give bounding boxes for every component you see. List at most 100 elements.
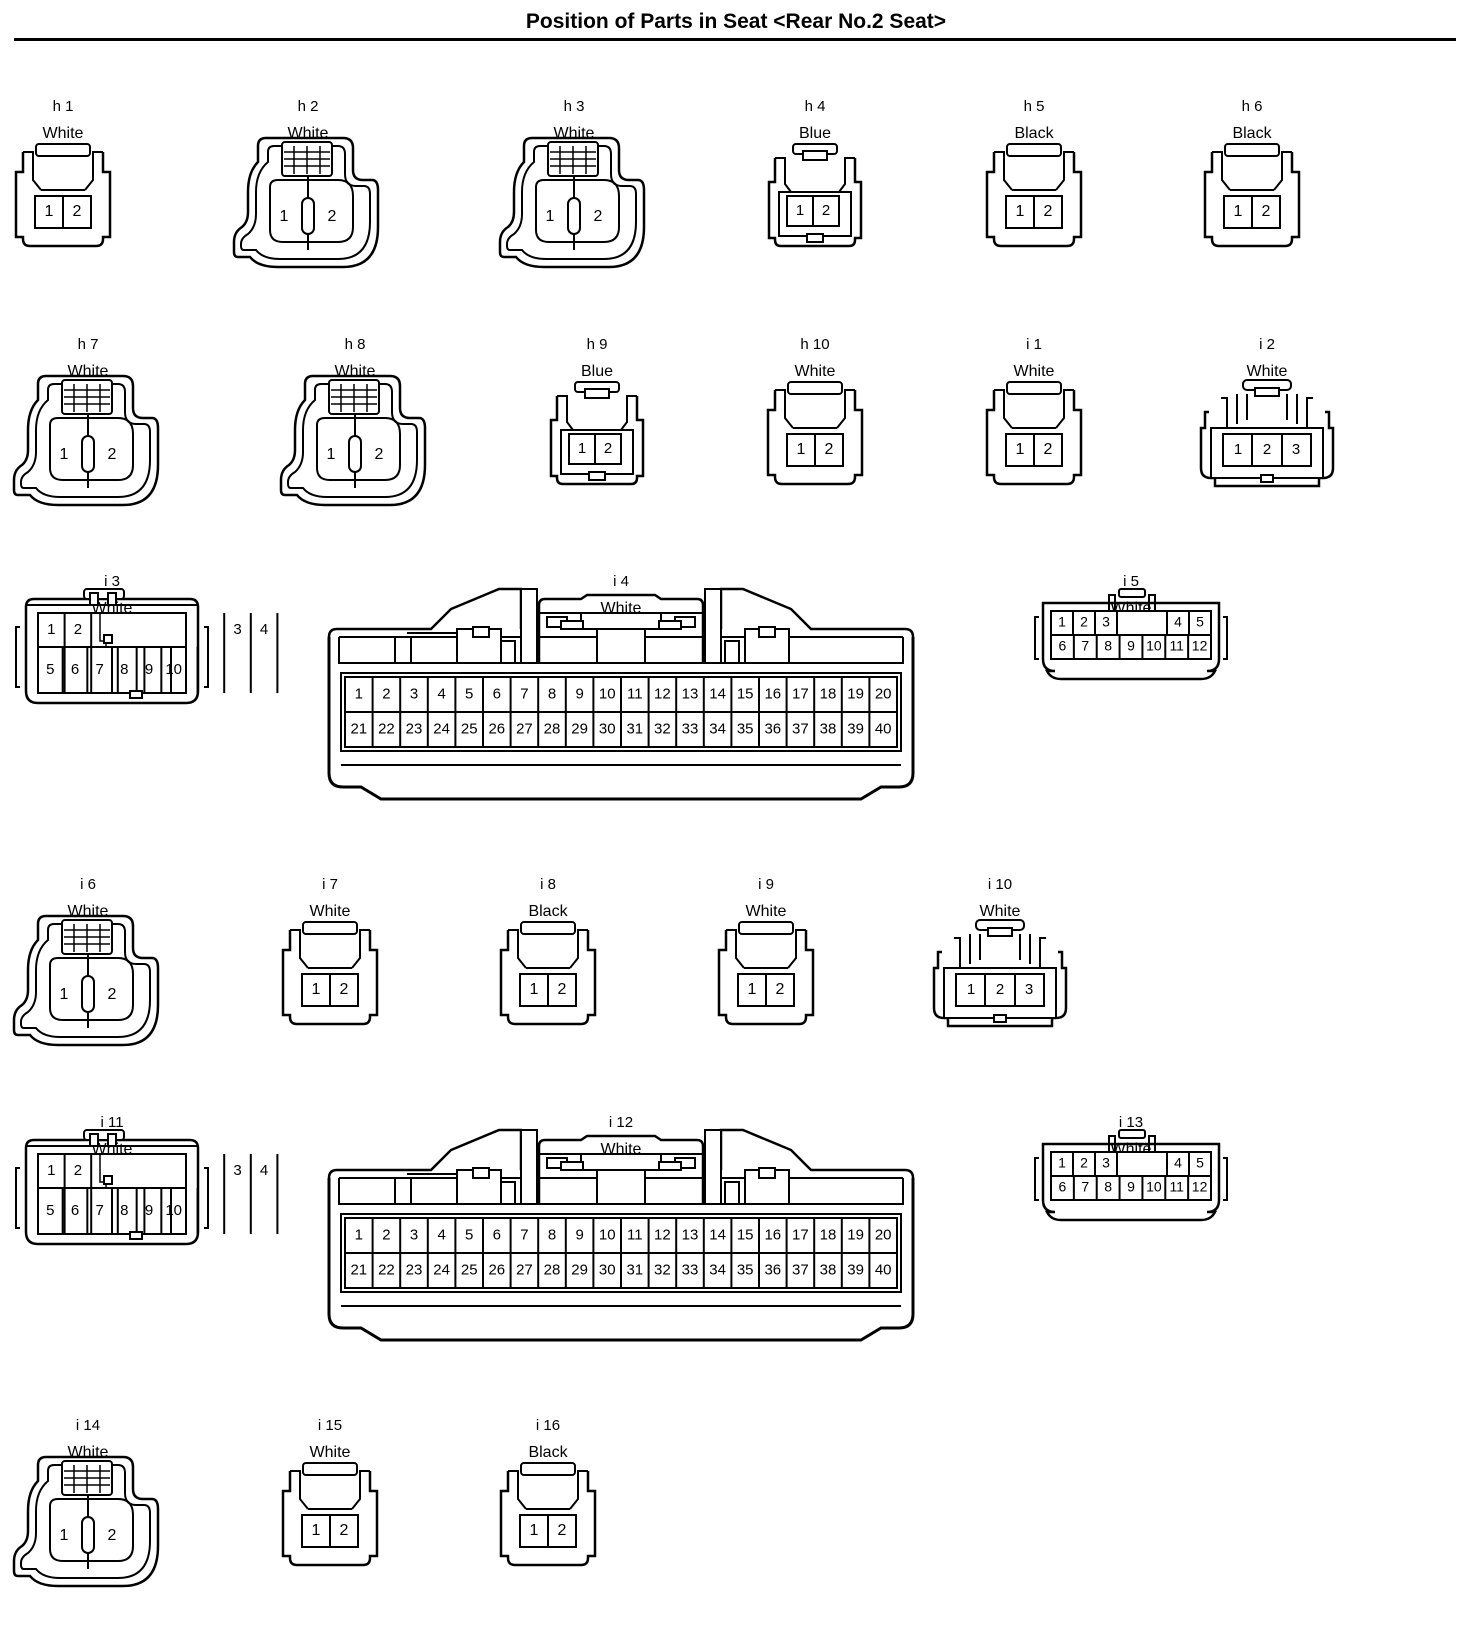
pin-number: 21 — [350, 1261, 367, 1278]
pin-number: 5 — [46, 1202, 54, 1219]
pin-chamber — [49, 417, 134, 481]
pin-number: 28 — [544, 1261, 561, 1278]
pin-number: 4 — [437, 685, 445, 702]
latch — [302, 1462, 358, 1476]
pin-number: 3 — [410, 1226, 418, 1243]
key-tab — [588, 471, 606, 481]
pin-number: 1 — [60, 986, 69, 1003]
key-slot — [103, 634, 113, 644]
pin-frame — [955, 973, 1045, 1007]
housing-top-right — [719, 1128, 915, 1179]
pin-number: 27 — [516, 1261, 533, 1278]
latch-lug — [107, 1133, 117, 1147]
latch-lug — [89, 1133, 99, 1147]
connector-code: i 5 — [1123, 573, 1139, 590]
connector-code: i 15 — [318, 1417, 342, 1434]
housing-outline — [994, 389, 1074, 429]
pin-number: 2 — [73, 203, 82, 220]
pin-number: 1 — [45, 203, 54, 220]
connector-code: h 9 — [587, 336, 608, 353]
connector-code: i 6 — [80, 876, 96, 893]
connector-color: White — [68, 1444, 109, 1461]
housing-outline — [290, 929, 370, 969]
latch-arms — [1108, 1135, 1156, 1152]
pin-number: 2 — [108, 986, 117, 1003]
pin-number: 5 — [1196, 614, 1204, 630]
key-tab — [129, 690, 143, 699]
housing-outline — [1041, 1142, 1221, 1222]
housing-top-left — [327, 1128, 523, 1179]
key — [301, 197, 315, 235]
pin-number: 9 — [145, 661, 153, 678]
housing-outline — [394, 637, 412, 663]
pin-number: 9 — [575, 1226, 583, 1243]
pin-number: 25 — [461, 720, 478, 737]
pin-number: 8 — [548, 685, 556, 702]
pin-number: 1 — [546, 208, 555, 225]
latch-lug — [987, 927, 1013, 937]
pin-number: 4 — [260, 621, 268, 638]
housing-top-right — [719, 587, 915, 638]
pin-number: 24 — [433, 1261, 450, 1278]
pin-number: 2 — [1262, 203, 1271, 220]
connector-code: i 4 — [613, 573, 629, 590]
pin-chamber — [535, 179, 620, 243]
pin-number: 2 — [108, 1527, 117, 1544]
key — [81, 975, 95, 1013]
connector-color: Black — [1014, 125, 1054, 142]
pin-number: 7 — [1081, 638, 1089, 654]
connector-color: White — [335, 363, 376, 380]
notch-lug — [472, 626, 490, 638]
pin-number: 1 — [578, 440, 586, 457]
pin-number: 5 — [1196, 1155, 1204, 1171]
pin-number: 22 — [378, 720, 395, 737]
key-tab — [129, 1231, 143, 1240]
pin-number: 2 — [594, 208, 603, 225]
notch-slot — [724, 1181, 740, 1205]
pin-number: 2 — [108, 446, 117, 463]
housing-outer — [12, 1455, 160, 1588]
housing-outline — [1199, 410, 1335, 488]
key — [567, 197, 581, 235]
connector-color: White — [288, 125, 329, 142]
notch-lug — [758, 626, 776, 638]
pin-number: 1 — [1058, 614, 1066, 630]
latch-body — [596, 628, 646, 664]
pin-number: 1 — [355, 1226, 363, 1243]
pin-number: 32 — [654, 1261, 671, 1278]
rib — [520, 588, 538, 664]
connector-code: h 2 — [298, 98, 319, 115]
latch-bar — [580, 1153, 662, 1171]
pin-number: 8 — [548, 1226, 556, 1243]
housing-outer — [498, 136, 646, 269]
pin-number: 1 — [1016, 203, 1025, 220]
pin-number: 23 — [406, 720, 423, 737]
latch — [1006, 143, 1062, 157]
latch — [35, 143, 91, 157]
housing-inner — [20, 383, 151, 498]
pin-number: 2 — [604, 440, 612, 457]
pin-number: 2 — [382, 1226, 390, 1243]
housing-outline — [1039, 937, 1046, 970]
pin-number: 15 — [737, 685, 754, 702]
pin-number: 19 — [847, 685, 864, 702]
latch-arms — [1108, 594, 1156, 611]
housing-outline — [1212, 151, 1292, 191]
pin-number: 34 — [709, 720, 726, 737]
pin-number: 1 — [796, 202, 804, 219]
housing-outline — [281, 1471, 379, 1567]
pin-number: 2 — [328, 208, 337, 225]
pin-number: 16 — [764, 1226, 781, 1243]
housing-outline — [1034, 1157, 1228, 1201]
connector-code: i 9 — [758, 876, 774, 893]
housing-outline — [775, 389, 855, 429]
key — [81, 435, 95, 473]
housing-outline — [1041, 601, 1221, 681]
